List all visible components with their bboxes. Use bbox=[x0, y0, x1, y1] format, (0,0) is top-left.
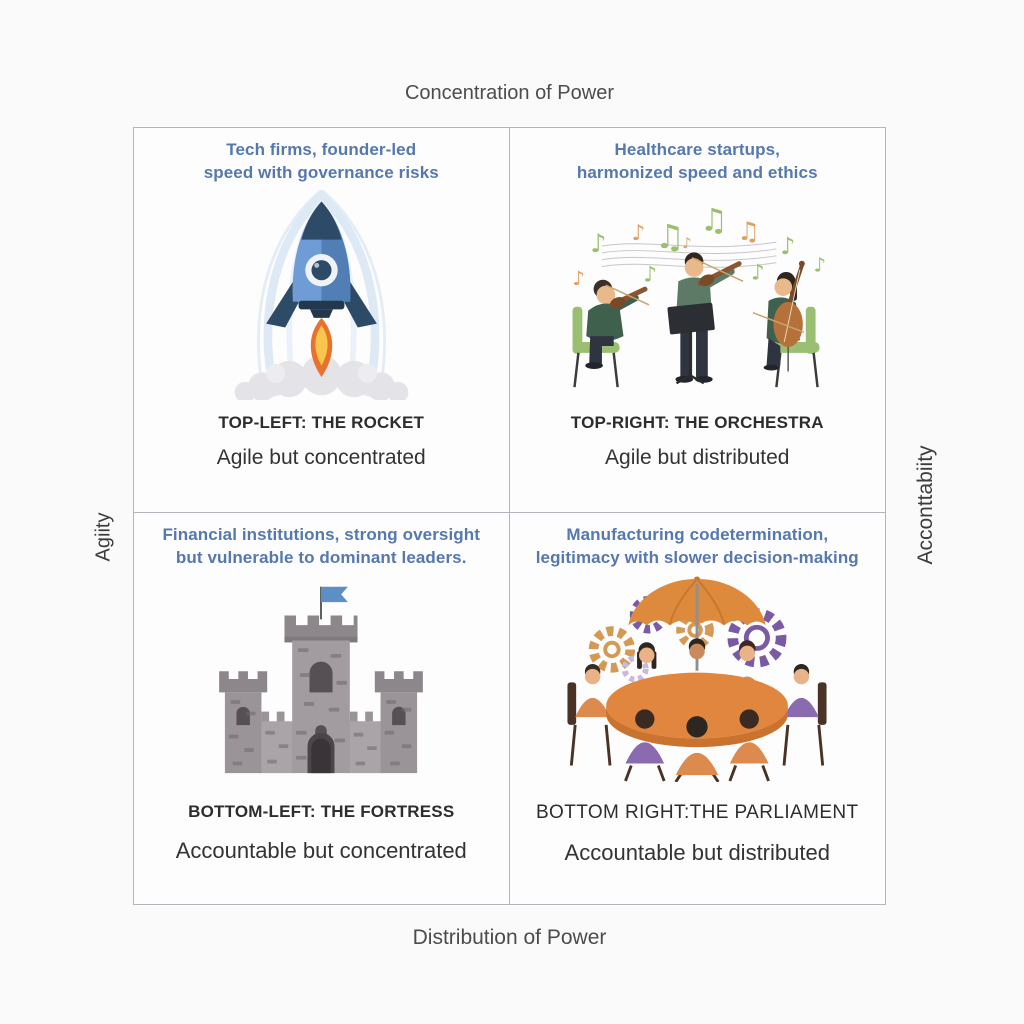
quadrant-bottom-left: Financial institutions, strong oversight… bbox=[134, 513, 510, 904]
quadrant-title: BOTTOM RIGHT:THE PARLIAMENT bbox=[535, 801, 859, 823]
quadrant-title: BOTTOM-LEFT: THE FORTRESS bbox=[188, 801, 455, 821]
svg-text:♫: ♫ bbox=[700, 202, 728, 238]
quadrant-header: Financial institutions, strong oversight… bbox=[162, 525, 481, 568]
axis-label-left: Agiity bbox=[92, 512, 115, 562]
round-table-icon bbox=[567, 576, 827, 782]
music-notes-icon: ♪ ♪ ♫ ♫ ♫ ♪ ♪ ♪ ♪ ♪ ♪ bbox=[573, 202, 827, 290]
svg-text:♪: ♪ bbox=[590, 229, 606, 259]
svg-text:♪: ♪ bbox=[814, 253, 827, 276]
quadrant-header: Tech firms, founder-led speed with gover… bbox=[203, 140, 439, 183]
umbrella-icon bbox=[628, 576, 766, 671]
orchestra-icon: ♪ ♪ ♫ ♫ ♫ ♪ ♪ ♪ ♪ ♪ ♪ bbox=[572, 202, 827, 388]
rocket-icon bbox=[234, 189, 409, 400]
violinist-left bbox=[572, 279, 650, 388]
castle-icon bbox=[219, 587, 424, 774]
axis-label-right: Acconttabiity bbox=[914, 445, 937, 565]
quadrant-subtitle: Agile but distributed bbox=[605, 445, 790, 469]
quadrant-subtitle: Agile but concentrated bbox=[216, 445, 426, 469]
cellist-right bbox=[752, 260, 820, 388]
council-members-front bbox=[624, 709, 771, 782]
rocket-illustration bbox=[226, 189, 417, 401]
violinist-center bbox=[667, 252, 744, 385]
quadrant-title: TOP-RIGHT: THE ORCHESTRA bbox=[570, 412, 824, 432]
quadrant-header: Healthcare startups, harmonized speed an… bbox=[576, 140, 818, 183]
parliament-illustration bbox=[552, 576, 842, 782]
svg-text:♫: ♫ bbox=[655, 217, 685, 256]
svg-text:♪: ♪ bbox=[781, 232, 796, 260]
svg-text:♪: ♪ bbox=[683, 235, 692, 252]
fortress-illustration bbox=[196, 578, 446, 778]
svg-text:♪: ♪ bbox=[632, 221, 646, 246]
two-by-two-matrix: Tech firms, founder-led speed with gover… bbox=[133, 127, 886, 905]
svg-text:♪: ♪ bbox=[643, 262, 657, 287]
quadrant-top-right: Healthcare startups, harmonized speed an… bbox=[509, 128, 885, 513]
axis-label-bottom: Distribution of Power bbox=[412, 926, 607, 949]
svg-text:♪: ♪ bbox=[751, 260, 765, 285]
quadrant-top-left: Tech firms, founder-led speed with gover… bbox=[134, 128, 510, 513]
quadrant-title: TOP-LEFT: THE ROCKET bbox=[218, 412, 425, 432]
quadrant-subtitle: Accountable but concentrated bbox=[175, 837, 467, 863]
svg-text:♪: ♪ bbox=[573, 267, 586, 290]
orchestra-illustration: ♪ ♪ ♫ ♫ ♫ ♪ ♪ ♪ ♪ ♪ ♪ bbox=[545, 189, 849, 401]
quadrant-bottom-right: Manufacturing codetermination, legitimac… bbox=[510, 513, 886, 904]
axis-label-top: Concentration of Power bbox=[404, 82, 614, 104]
quadrant-subtitle: Accountable but distributed bbox=[564, 839, 830, 865]
quadrant-header: Manufacturing codetermination, legitimac… bbox=[535, 525, 859, 568]
svg-text:♫: ♫ bbox=[737, 217, 760, 247]
